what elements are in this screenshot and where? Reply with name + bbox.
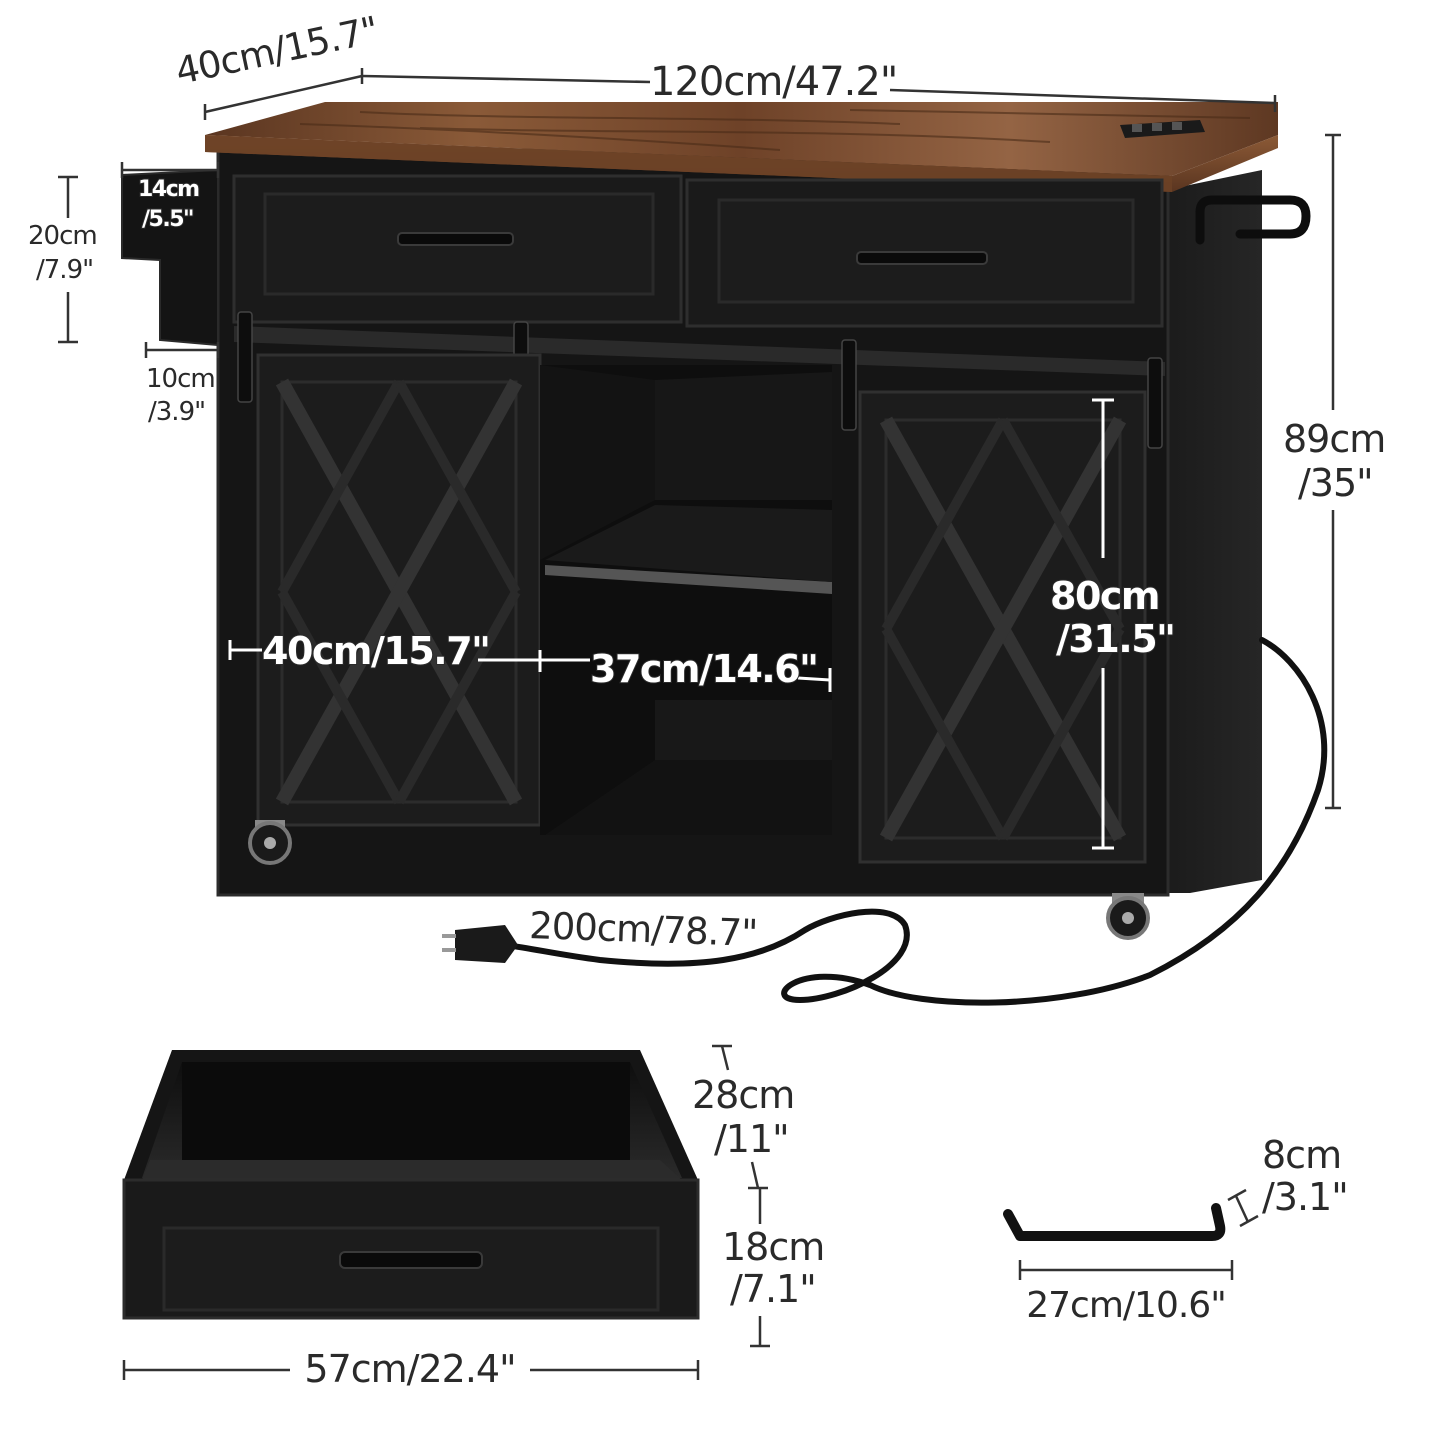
caster-wheel-icon	[248, 820, 1150, 940]
handle-height-inch-label: /3.1"	[1262, 1175, 1349, 1219]
top-drawer-left	[232, 174, 683, 324]
handle-dimension-lines	[1018, 1188, 1259, 1280]
door-height-label: 80cm	[1049, 574, 1162, 618]
dimension-lines-on-cabinet	[228, 398, 1114, 850]
cabinet-side-panel	[1165, 170, 1262, 893]
middle-shelf	[545, 565, 832, 594]
width-label: 120cm/47.2"	[650, 59, 898, 105]
spice-rack-height-label: 20cm	[28, 221, 98, 251]
power-cord	[502, 637, 1328, 1006]
drawer-width-label: 57cm/22.4"	[304, 1347, 516, 1391]
drawer-height-label: 18cm	[722, 1225, 825, 1269]
total-height-label: 89cm	[1283, 417, 1386, 461]
wood-countertop	[205, 102, 1278, 176]
cord-length-label: 200cm/78.7"	[528, 904, 758, 955]
kitchen-island-cabinet	[121, 102, 1328, 1006]
towel-bar-icon	[1195, 195, 1311, 245]
drawer-dimension-lines	[122, 1044, 770, 1380]
total-height-inch-label: /35"	[1298, 461, 1374, 505]
spice-rack-depth-label: 10cm	[146, 364, 216, 394]
drawer-detail	[122, 1050, 700, 1320]
top-drawer-right	[685, 178, 1164, 328]
power-strip-icon	[1120, 120, 1205, 138]
spice-rack-height-inch-label: /7.9"	[36, 255, 94, 285]
spice-rack-depth-inch-label: /3.9"	[148, 397, 206, 427]
spice-rack-width-inch-label: /5.5"	[141, 206, 195, 232]
plug-icon	[442, 925, 518, 963]
drawer-height-inch-label: /7.1"	[730, 1267, 817, 1311]
drawer-detail-handle	[339, 1251, 483, 1269]
drawer-depth-inch-label: /11"	[714, 1117, 790, 1161]
drawer-handle-right	[856, 251, 988, 265]
shelf-width-label: 37cm/14.6"	[589, 647, 820, 691]
handle-detail-icon	[1003, 1203, 1226, 1241]
spice-rack-width-label: 14cm	[137, 176, 201, 202]
open-shelf-section	[540, 365, 832, 835]
dimension-lines	[58, 68, 1341, 810]
handle-height-label: 8cm	[1262, 1133, 1342, 1177]
drawer-depth-label: 28cm	[692, 1073, 795, 1117]
door-width-label: 40cm/15.7"	[261, 629, 492, 673]
handle-width-label: 27cm/10.6"	[1026, 1285, 1227, 1326]
drawer-handle-left	[397, 232, 514, 246]
barn-door-right	[858, 390, 1147, 864]
barn-door-left	[256, 353, 542, 827]
door-height-inch-label: /31.5"	[1055, 617, 1177, 661]
